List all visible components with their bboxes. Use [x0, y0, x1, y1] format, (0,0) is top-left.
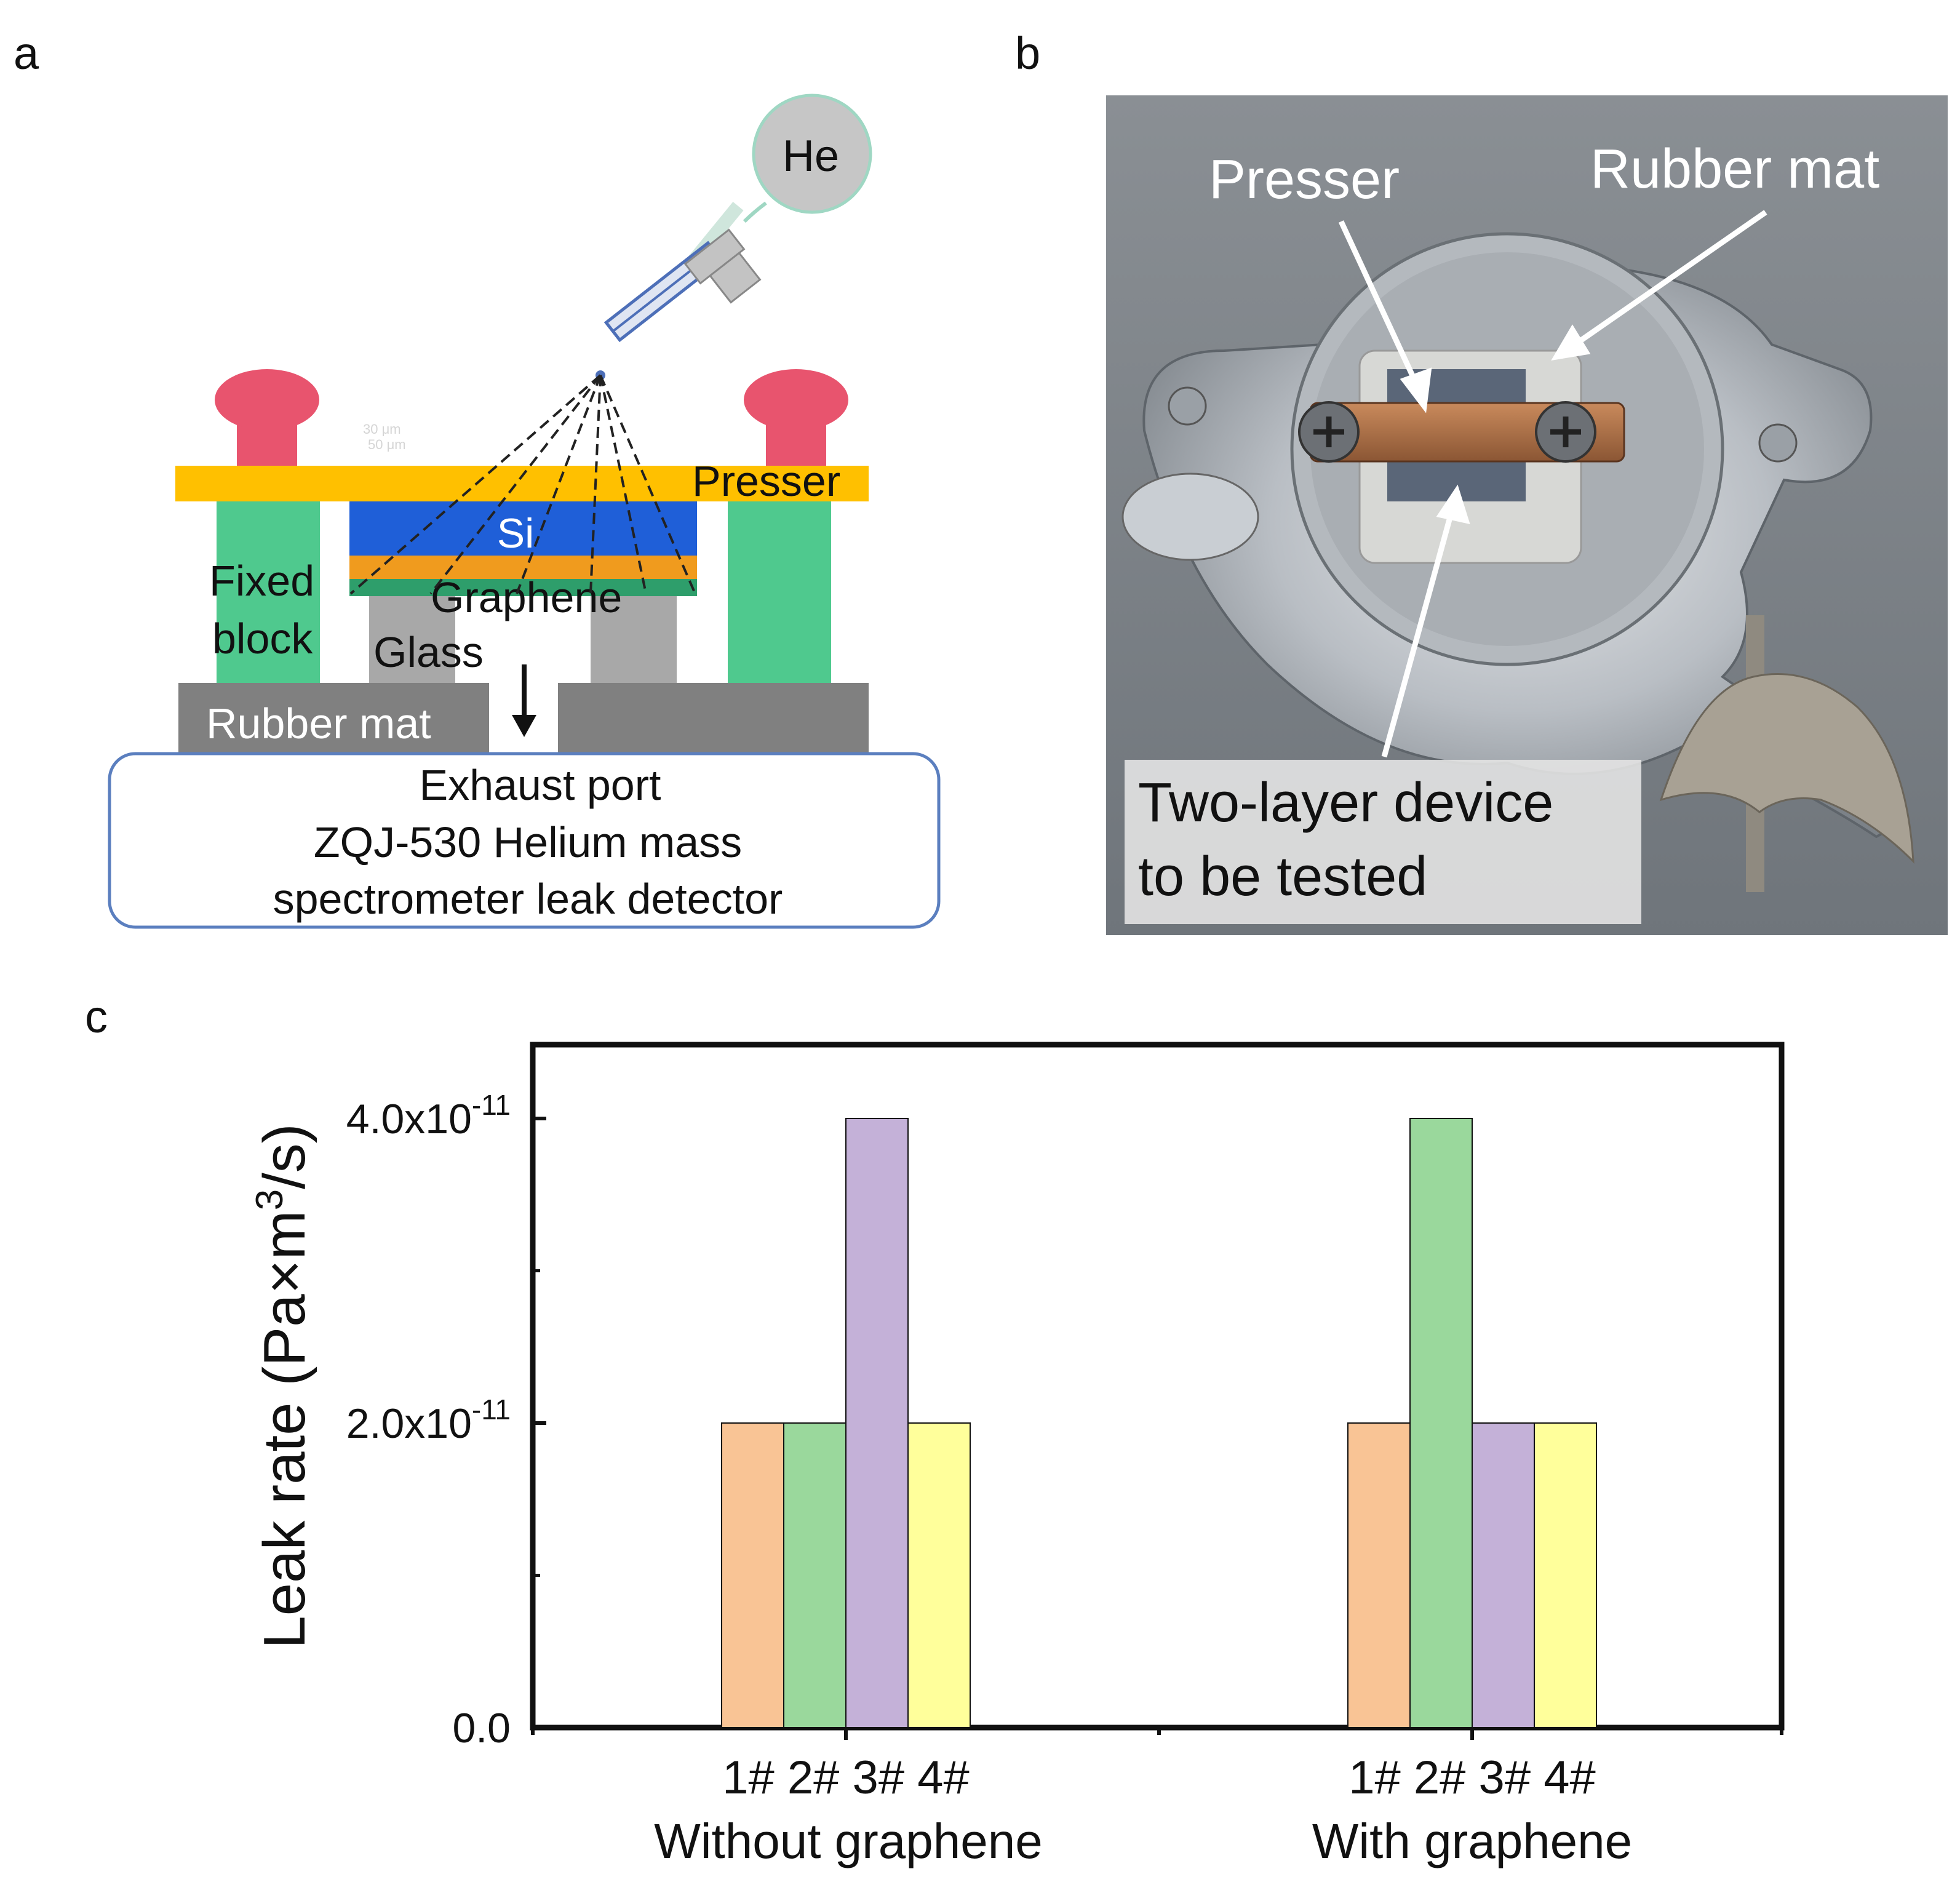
faint-scale-text-1: 30 μm: [363, 421, 401, 437]
spray-nozzle: [604, 228, 762, 343]
panel-a: a He Presser: [14, 28, 941, 929]
left-knob: [215, 369, 319, 468]
y-tick-label-base: 4.0x10: [346, 1096, 472, 1142]
y-axis-title: Leak rate (Pa×m3/s): [249, 1123, 317, 1648]
detector-label-3: spectrometer leak detector: [273, 875, 783, 923]
photo: Presser Rubber mat Two-layer device to b…: [1106, 95, 1948, 935]
y-axis-title-pre: Leak rate (Pa×m: [252, 1210, 317, 1648]
graphene-label: Graphene: [431, 573, 622, 621]
panel-b-label: b: [1015, 28, 1040, 79]
arrow-device: [1381, 484, 1470, 758]
fixed-block-label-1: Fixed: [209, 557, 314, 605]
y-axis: 0.02.0x10-114.0x10-11: [346, 1089, 546, 1752]
fixed-block-left: [217, 501, 320, 683]
presser-bar: [175, 466, 869, 501]
bar-without-graphene-3: [845, 1118, 909, 1728]
bars-group: [721, 1118, 1597, 1728]
y-tick-label-base: 0.0: [452, 1705, 511, 1752]
faint-scale-text-2: 50 μm: [368, 437, 406, 452]
fixed-block-label-2: block: [212, 615, 313, 663]
panel-b: b: [1015, 28, 1948, 935]
bar-without-graphene-2: [783, 1422, 847, 1728]
x-category-label: With graphene: [1312, 1814, 1632, 1868]
bar-without-graphene-1: [721, 1422, 784, 1728]
device-label-1: Two-layer device: [1138, 772, 1553, 834]
graphene-base: [349, 579, 697, 596]
bar-without-graphene-4: [907, 1422, 971, 1728]
x-category-label: Without graphene: [654, 1814, 1043, 1868]
screw-right: [1535, 401, 1596, 463]
arrow-presser: [1338, 220, 1432, 413]
y-axis-title-sup: 3: [249, 1189, 291, 1210]
right-knob: [744, 369, 848, 468]
glass-left: [369, 596, 455, 684]
x-sublabels: 1# 2# 3# 4#: [1348, 1752, 1596, 1804]
presser-label-b: Presser: [1209, 149, 1400, 210]
bar-with-graphene-3: [1472, 1422, 1535, 1728]
si-layer: [349, 501, 697, 556]
y-tick-label-base: 2.0x10: [346, 1400, 472, 1447]
rubber-mat-label-a: Rubber mat: [206, 700, 431, 748]
x-sublabels: 1# 2# 3# 4#: [722, 1752, 970, 1804]
helium-balloon: [752, 94, 872, 214]
y-tick-label-sup: -11: [472, 1394, 511, 1425]
glass-right: [591, 596, 677, 684]
detector-label-2: ZQJ-530 Helium mass: [314, 818, 742, 866]
flow-arrow: [512, 664, 536, 737]
y-tick-label: 2.0x10-11: [346, 1394, 511, 1447]
panel-c: c 0.02.0x10-114.0x10-11 1# 2# 3# 4#Witho…: [85, 991, 1785, 1868]
rubber-mat-left: [178, 683, 489, 754]
device-label-2: to be tested: [1138, 846, 1427, 907]
detector-label-1: Exhaust port: [420, 761, 661, 809]
bar-with-graphene-2: [1409, 1118, 1473, 1728]
glass-label: Glass: [373, 628, 484, 676]
panel-a-label: a: [14, 28, 39, 79]
rubber-mat-label-b: Rubber mat: [1590, 138, 1879, 200]
device-label-box: [1125, 760, 1641, 924]
helium-label: He: [783, 132, 839, 181]
arrow-rubber-mat: [1551, 210, 1767, 361]
wing-nut: [1659, 615, 1914, 892]
leak-detector-box: [108, 752, 941, 929]
y-axis-title-post: /s): [252, 1123, 317, 1189]
y-tick-label: 0.0: [452, 1705, 511, 1752]
screw-left: [1298, 401, 1360, 463]
x-axis: 1# 2# 3# 4# Without graphene 1# 2# 3# 4# Wi…: [531, 1728, 1783, 1868]
bar-with-graphene-4: [1534, 1422, 1597, 1728]
bar-with-graphene-1: [1347, 1422, 1411, 1728]
rubber-mat-right: [558, 683, 869, 754]
presser-label-a: Presser: [692, 457, 840, 505]
helium-source: He: [596, 94, 872, 380]
helium-spray-lines: [349, 374, 696, 595]
y-tick-label: 4.0x10-11: [346, 1089, 511, 1142]
si-label: Si: [497, 510, 534, 557]
y-tick-label-sup: -11: [472, 1089, 511, 1121]
fixed-block-right: [728, 501, 831, 683]
panel-c-label: c: [85, 991, 108, 1042]
